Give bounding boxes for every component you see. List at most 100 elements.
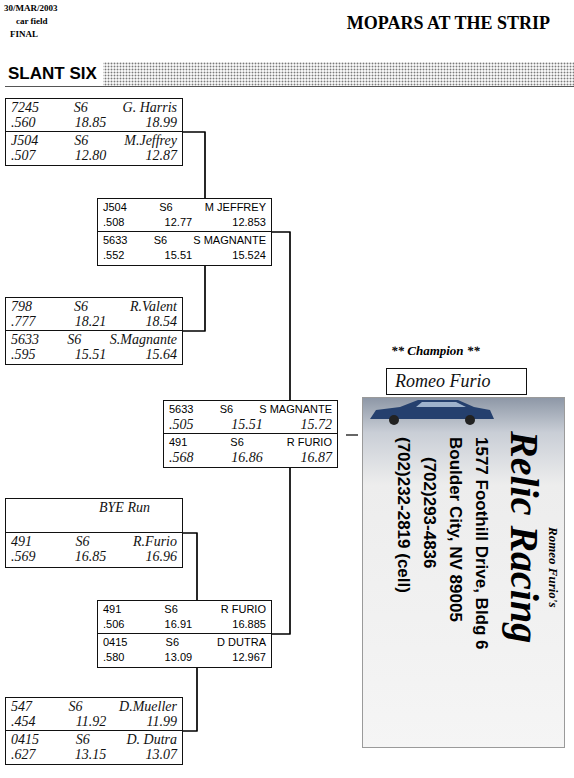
field-note: car field — [16, 16, 48, 26]
entry-cell: M JEFFREY — [205, 200, 266, 215]
champion-name: Romeo Furio — [395, 371, 518, 392]
entry-line: .568 16.86 16.87 — [169, 450, 332, 465]
racer-entry: 0415S6D DUTRA.580 13.09 12.967 — [97, 634, 272, 668]
entry-cell: 491 — [103, 602, 121, 617]
entry-cell: 16.91 — [165, 617, 193, 632]
entry-cell: 12.87 — [146, 148, 178, 163]
entry-cell: BYE Run — [99, 500, 150, 515]
entry-cell: 0415 — [11, 732, 39, 747]
entry-cell: 18.54 — [146, 314, 178, 329]
entry-cell: 12.77 — [165, 215, 193, 230]
entry-cell: 18.21 — [75, 314, 107, 329]
bracket-connector — [272, 232, 290, 400]
entry-cell: 13.09 — [165, 650, 193, 665]
racer-entry: 0415S6D. Dutra.62713.1513.07 — [5, 731, 183, 765]
entry-cell: 15.64 — [146, 347, 178, 362]
entry-cell: .595 — [11, 347, 36, 362]
bracket-connector — [272, 468, 290, 634]
entry-cell: S.Magnante — [110, 332, 177, 347]
racer-entry: BYE Run — [5, 498, 183, 533]
card-logo: Relic Racing — [501, 431, 547, 643]
entry-cell: G. Harris — [123, 100, 177, 115]
card-city: Boulder City, NV 89005 — [445, 437, 465, 622]
entry-cell: .580 — [103, 650, 124, 665]
racer-entry: 491S6R FURIO.56816.8616.87 — [163, 434, 338, 468]
entry-cell: R.Valent — [130, 299, 177, 314]
entry-cell: 15.524 — [232, 248, 266, 263]
bracket-connector — [183, 266, 205, 331]
entry-cell: .777 — [11, 314, 36, 329]
racer-entry: 7245S6G. Harris.56018.8518.99 — [5, 98, 183, 132]
entry-line: 5633S6S.Magnante — [11, 332, 177, 347]
entry-cell: R FURIO — [287, 435, 332, 450]
entry-cell: S6 — [74, 100, 88, 115]
entry-cell: S6 — [154, 233, 167, 248]
entry-cell: 16.86 — [231, 450, 263, 465]
class-band: SLANT SIX — [5, 62, 574, 87]
entry-cell: S MAGNANTE — [259, 402, 332, 417]
entry-line: J504S6M.Jeffrey — [11, 133, 177, 148]
entry-cell: .568 — [169, 450, 194, 465]
entry-cell: 5633 — [103, 233, 127, 248]
entry-cell: S MAGNANTE — [193, 233, 266, 248]
entry-cell: 547 — [11, 699, 32, 714]
entry-cell: D DUTRA — [217, 635, 266, 650]
entry-line: 547S6D.Mueller — [11, 699, 177, 714]
entry-cell: J504 — [103, 200, 127, 215]
entry-cell: 12.967 — [232, 650, 266, 665]
entry-cell: J504 — [11, 133, 38, 148]
card-owner: Romeo Furio's — [546, 527, 561, 608]
page-title: MOPARS AT THE STRIP — [347, 13, 550, 34]
entry-line: .50616.9116.885 — [103, 617, 266, 632]
racer-entry: J504S6M.Jeffrey.507 12.80 12.87 — [5, 132, 183, 166]
entry-cell: 0415 — [103, 635, 127, 650]
entry-cell: .552 — [103, 248, 124, 263]
entry-line: .777 18.21 18.54 — [11, 314, 177, 329]
entry-cell: 16.96 — [146, 549, 178, 564]
entry-line: J504S6M JEFFREY — [103, 200, 266, 215]
entry-line: .62713.1513.07 — [11, 747, 177, 762]
racer-entry: 798S6R.Valent.777 18.21 18.54 — [5, 297, 183, 331]
racer-entry: 5633S6S.Magnante.59515.5115.64 — [5, 331, 183, 365]
entry-cell: 5633 — [169, 402, 193, 417]
entry-cell: D. Dutra — [126, 732, 177, 747]
champion-heading: ** Champion ** — [391, 343, 480, 359]
round-note: FINAL — [10, 29, 38, 39]
card-text-panel: Romeo Furio'sRelic Racing1577 Foothill D… — [362, 397, 565, 748]
bracket-connector — [183, 266, 205, 331]
entry-line: .50812.7712.853 — [103, 215, 266, 230]
entry-line: BYE Run — [11, 500, 177, 515]
entry-cell: .569 — [11, 549, 36, 564]
entry-cell: .505 — [169, 417, 194, 432]
entry-cell: 15.51 — [165, 248, 193, 263]
racer-entry: 547S6D.Mueller.45411.9211.99 — [5, 697, 183, 731]
entry-cell: 12.80 — [75, 148, 107, 163]
entry-line: 491S6R FURIO — [103, 602, 266, 617]
entry-cell: 798 — [11, 299, 32, 314]
entry-cell: S6 — [164, 602, 177, 617]
entry-line: .56018.8518.99 — [11, 115, 177, 130]
entry-line: 491S6R FURIO — [169, 435, 332, 450]
entry-cell: S6 — [67, 332, 81, 347]
racer-entry: 5633S6S MAGNANTE.50515.5115.72 — [163, 400, 338, 434]
entry-cell: 15.51 — [231, 417, 263, 432]
entry-line: .595 15.51 15.64 — [11, 347, 177, 362]
entry-line: .50515.5115.72 — [169, 417, 332, 432]
entry-line: .45411.9211.99 — [11, 714, 177, 729]
bracket-connector — [183, 668, 197, 731]
entry-cell: 16.87 — [301, 450, 333, 465]
entry-line: .552 15.51 15.524 — [103, 248, 266, 263]
entry-cell: S6 — [230, 435, 243, 450]
entry-cell: S6 — [76, 534, 90, 549]
entry-cell: .507 — [11, 148, 36, 163]
entry-cell: 13.15 — [75, 747, 107, 762]
car-picture — [370, 400, 494, 425]
entry-line: 0415S6D DUTRA — [103, 635, 266, 650]
entry-cell: S6 — [220, 402, 233, 417]
entry-cell: S6 — [76, 732, 90, 747]
entry-line: 798S6R.Valent — [11, 299, 177, 314]
entry-cell: S6 — [69, 699, 83, 714]
entry-cell: 15.51 — [75, 347, 107, 362]
entry-cell: .627 — [11, 747, 36, 762]
